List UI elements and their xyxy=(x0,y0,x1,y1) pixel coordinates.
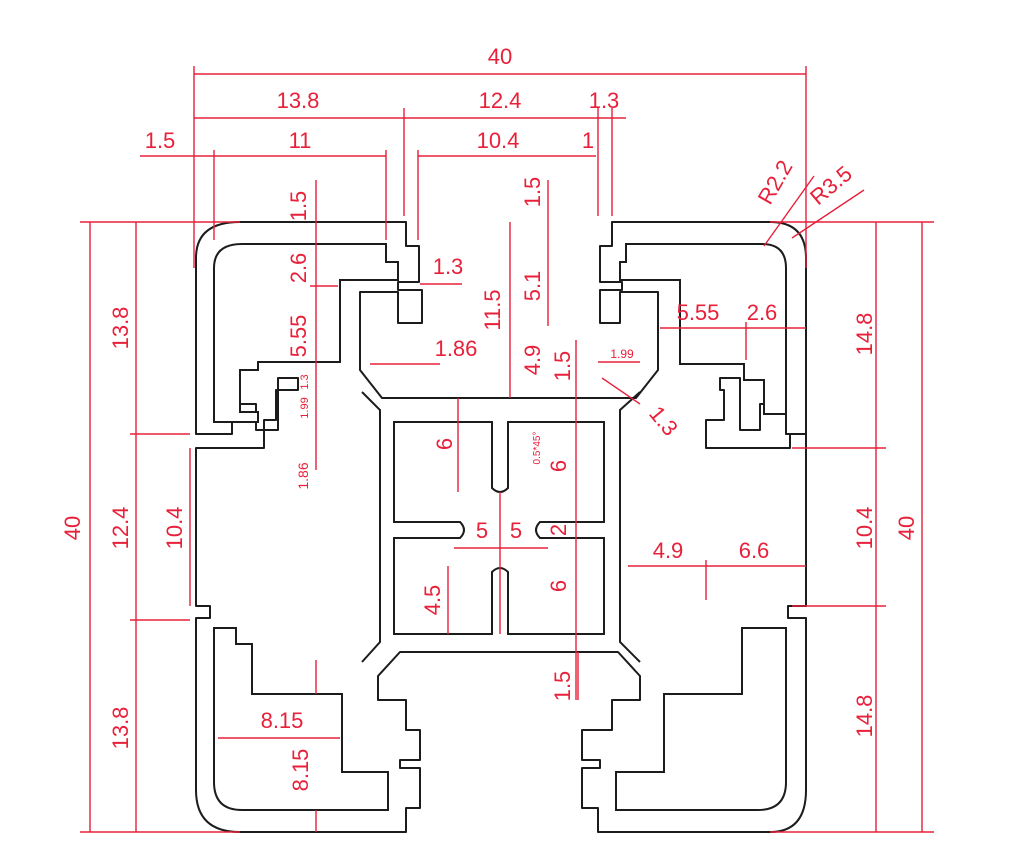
dim-top-right-small: 1.3 xyxy=(589,88,620,113)
dim-left-13-8-top: 13.8 xyxy=(108,307,133,350)
dim-center-5-a: 5 xyxy=(476,518,488,543)
profile-chamber-bottom-right xyxy=(615,627,787,811)
dim-v-1-99: 1.99 xyxy=(299,397,311,418)
dim-h-6-6: 6.6 xyxy=(739,538,770,563)
dim-center-6-c: 6 xyxy=(546,580,571,592)
dim-v-1-5-c: 1.5 xyxy=(550,351,575,382)
dim-top-left-span: 13.8 xyxy=(277,88,320,113)
dim-right-14-8-bottom: 14.8 xyxy=(852,695,877,738)
dim-mid-slot: 10.4 xyxy=(477,128,520,153)
dim-radius-small: R2.2 xyxy=(753,156,798,209)
dim-h-2-6: 2.6 xyxy=(747,300,778,325)
dim-h-5-55: 5.55 xyxy=(677,300,720,325)
dim-top-mid-span: 12.4 xyxy=(479,88,522,113)
dim-radius-large: R3.5 xyxy=(805,161,857,210)
dim-v-2-6: 2.6 xyxy=(286,253,311,284)
aluminum-profile xyxy=(195,221,807,833)
dimension-lines xyxy=(80,66,934,833)
dim-v-1-3-small: 1.3 xyxy=(299,374,311,389)
dim-v-5-55: 5.55 xyxy=(286,315,311,358)
dim-v-1-5-a: 1.5 xyxy=(286,191,311,222)
dim-left-13-8-bottom: 13.8 xyxy=(108,707,133,750)
dim-left-10-4: 10.4 xyxy=(162,507,187,550)
profile-center-cavity xyxy=(393,421,605,635)
dim-center-2: 2 xyxy=(546,524,571,536)
dim-right-10-4: 10.4 xyxy=(852,507,877,550)
dim-center-4-5: 4.5 xyxy=(420,585,445,616)
dim-v-1-86: 1.86 xyxy=(295,462,311,489)
dim-center-6-a: 6 xyxy=(432,438,457,450)
dim-h-1-86: 1.86 xyxy=(435,336,478,361)
dimension-labels: 40 13.8 12.4 1.3 1.5 11 10.4 1 R2.2 R3.5… xyxy=(60,44,919,791)
dim-v-1-5-b: 1.5 xyxy=(520,177,545,208)
dim-right-small: 1 xyxy=(582,128,594,153)
dim-v-4-9: 4.9 xyxy=(520,345,545,376)
dim-h-8-15: 8.15 xyxy=(261,708,304,733)
dim-right-40: 40 xyxy=(894,516,919,540)
profile-chamber-bottom-left xyxy=(213,627,389,811)
dim-chamfer: 0.5*45° xyxy=(532,432,543,465)
dim-v-5-1: 5.1 xyxy=(520,271,545,302)
dim-left-slot: 11 xyxy=(289,128,312,153)
dim-h-4-9: 4.9 xyxy=(653,538,684,563)
dim-right-14-8-top: 14.8 xyxy=(852,313,877,356)
dim-center-1-5: 1.5 xyxy=(550,671,575,702)
profile-chamber-top-left xyxy=(213,243,399,423)
dim-top-overall: 40 xyxy=(488,44,512,69)
dim-left-40: 40 xyxy=(60,516,85,540)
dim-v-11-5: 11.5 xyxy=(480,289,505,330)
profile-web-lines xyxy=(361,391,641,663)
profile-chamber-top-right xyxy=(619,243,787,415)
dim-left-edge: 1.5 xyxy=(145,128,176,153)
dim-h-1-3: 1.3 xyxy=(433,254,464,279)
dim-center-5-b: 5 xyxy=(510,518,522,543)
dim-center-6-b: 6 xyxy=(546,460,571,472)
dim-v-8-15: 8.15 xyxy=(288,749,313,792)
dim-left-12-4: 12.4 xyxy=(108,507,133,550)
dim-h-1-99: 1.99 xyxy=(610,347,634,361)
